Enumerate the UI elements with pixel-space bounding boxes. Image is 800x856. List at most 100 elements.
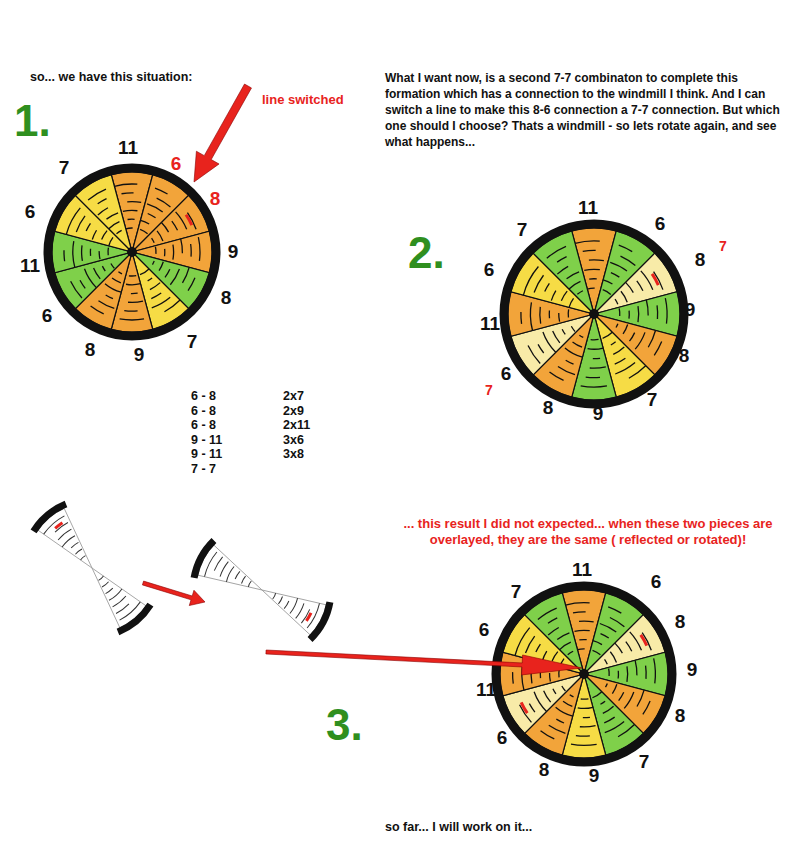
wheel-number: 8: [679, 345, 690, 367]
sector-line: [569, 281, 580, 289]
sector-line: [188, 278, 195, 291]
sector-line: [76, 216, 85, 232]
sector-line: [641, 271, 653, 290]
note-text: What I want now, is a second 7-7 combina…: [385, 70, 785, 150]
sector-line: [568, 309, 570, 317]
sector-line: [66, 208, 80, 235]
table-cell: 2x9: [283, 404, 304, 418]
wheel-number: 9: [593, 403, 604, 425]
sector-line: [589, 259, 604, 261]
sector-line: [127, 201, 141, 203]
table-cell: 3x6: [283, 433, 304, 447]
sector-line: [157, 198, 171, 207]
step-number: 3.: [326, 700, 363, 751]
sector-line: [557, 633, 569, 640]
sector-line: [629, 333, 634, 342]
sector-line: [654, 658, 656, 683]
sector-line: [604, 717, 614, 723]
sector-line: [165, 269, 170, 277]
sector-line: [588, 348, 604, 349]
sector-line: [615, 363, 635, 374]
sector-line: [643, 701, 650, 714]
sector-line: [567, 272, 579, 279]
wheel-number: 7: [511, 581, 522, 603]
heading: so... we have this situation:: [30, 70, 193, 84]
sector-line: [520, 705, 532, 723]
sector-line: [575, 241, 600, 243]
sector-line: [528, 345, 540, 363]
sector-line: [552, 652, 558, 661]
switched-line: [186, 215, 192, 225]
sector-line: [571, 326, 575, 331]
sector-line: [556, 707, 573, 716]
sector-line: [566, 603, 590, 605]
sector-line: [151, 293, 161, 298]
sector-line: [111, 263, 114, 268]
sector-line: [637, 690, 644, 706]
sector-line: [92, 230, 96, 239]
wheel-number: 7: [485, 382, 493, 398]
overlay-arrow: [266, 650, 582, 675]
sector-line: [150, 283, 160, 290]
sector-line: [574, 630, 589, 631]
sector-line: [551, 291, 556, 301]
sector-line: [600, 701, 605, 704]
sector-line: [91, 306, 104, 314]
sector-line: [126, 227, 133, 229]
sector-line: [619, 245, 632, 251]
sector-line: [543, 332, 556, 352]
sector-line: [593, 650, 601, 655]
table-cell: 9 - 11: [191, 433, 222, 447]
table-cell: 7 - 7: [191, 462, 216, 476]
wheel-number: 7: [187, 331, 198, 353]
sector-line: [656, 305, 658, 319]
sector-line: [84, 269, 96, 288]
sector-line: [117, 230, 122, 233]
sector-line: [190, 244, 192, 257]
move-arrow: [142, 581, 205, 605]
callout-arrow: [194, 84, 251, 182]
sector-line: [580, 726, 596, 727]
sector-line: [547, 246, 566, 258]
sector-line: [182, 267, 189, 283]
sector-line: [611, 273, 619, 278]
wheel-number: 7: [719, 238, 727, 254]
sector-line: [114, 184, 137, 186]
wheel-number: 11: [118, 137, 138, 159]
table-cell: 6 - 8: [191, 389, 216, 403]
sector-line: [73, 241, 75, 267]
sector-line: [80, 280, 85, 288]
wheel-number: 6: [501, 363, 512, 385]
sector-line: [152, 297, 170, 308]
table-cell: 9 - 11: [191, 447, 222, 461]
wheel-number: 9: [685, 299, 696, 321]
sector-line: [561, 291, 567, 301]
sector-line: [616, 324, 618, 328]
sector-line: [617, 671, 619, 679]
sector-line: [549, 310, 550, 318]
sector-line: [635, 332, 645, 349]
sector-line: [629, 366, 646, 379]
wheel-number: 8: [675, 611, 686, 633]
sector-line: [520, 312, 522, 324]
wheel-number: 7: [59, 157, 70, 179]
sector-line: [615, 643, 623, 653]
sector-line: [581, 698, 589, 700]
sector-line: [549, 673, 551, 681]
switched-line: [641, 635, 647, 646]
sector-line: [71, 281, 82, 298]
sector-line: [548, 627, 559, 635]
sector-line: [122, 192, 134, 194]
sector-line: [107, 213, 119, 219]
sector-line: [549, 725, 566, 733]
sector-line: [589, 278, 597, 280]
sector-line: [603, 706, 614, 713]
sector-line: [545, 283, 550, 291]
sector-line: [98, 208, 108, 215]
step-number: 1.: [14, 96, 51, 147]
sector-line: [573, 342, 583, 347]
sector-line: [534, 275, 543, 292]
sector-line: [557, 266, 568, 274]
wheel-number: 6: [42, 305, 53, 327]
